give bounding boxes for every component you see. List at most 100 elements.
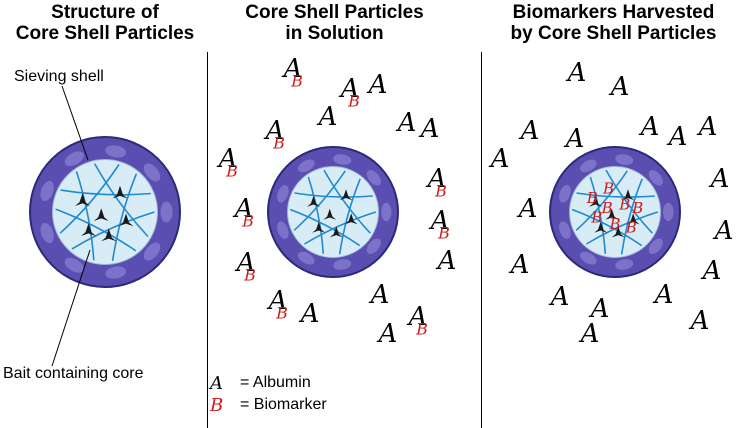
panel-title-line2: by Core Shell Particles [510, 23, 717, 44]
panel-title-line2: in Solution [285, 23, 384, 44]
captured-biomarker: B [601, 199, 613, 217]
shell-texture [333, 259, 352, 270]
shell-texture [277, 185, 289, 203]
panel-title-harvested: Biomarkers Harvested by Core Shell Parti… [480, 2, 747, 44]
bait-icon [307, 195, 320, 207]
albumin-molecule: A [579, 319, 600, 349]
albumin-molecule: A [267, 286, 288, 316]
albumin-molecule: A [697, 112, 718, 142]
bait-icon [621, 189, 635, 201]
shell-texture [648, 170, 663, 186]
particle-core [569, 166, 661, 258]
biomarker-molecule: B [275, 304, 288, 323]
shell-texture [277, 221, 289, 239]
panel-title-line1: Core Shell Particles [245, 2, 424, 23]
shell-texture [160, 201, 173, 223]
albumin-molecule: A [667, 122, 688, 152]
shell-texture [559, 221, 571, 239]
bait-icon [118, 213, 134, 227]
panel-title-structure: Structure of Core Shell Particles [0, 2, 210, 44]
albumin-molecule: A [709, 164, 730, 194]
panel-divider-left [207, 52, 208, 428]
biomarker-symbol: B [210, 394, 224, 416]
polymer-mesh [289, 169, 377, 255]
panel-title-line1: Structure of [51, 2, 159, 23]
shell-leader-line [61, 85, 89, 161]
legend: A = Albumin B = Biomarker [210, 372, 327, 416]
shell-texture [366, 238, 381, 254]
bait-icon [589, 195, 602, 207]
shell-texture [105, 266, 127, 279]
shell-texture [40, 222, 54, 244]
captured-biomarker: B [590, 209, 602, 227]
bait-icon [81, 223, 96, 236]
albumin-molecule: A [396, 108, 417, 138]
bait-icon [344, 213, 358, 225]
shell-texture [615, 154, 634, 165]
bait-icon [329, 226, 343, 238]
albumin-molecule: A [489, 144, 510, 174]
albumin-molecule: A [549, 282, 570, 312]
albumin-molecule: A [517, 194, 538, 224]
biomarker-molecule: B [243, 266, 256, 285]
albumin-molecule: A [713, 216, 734, 246]
captured-biomarker: B [618, 196, 630, 214]
bait-icon [594, 221, 608, 233]
legend-albumin: A = Albumin [210, 372, 327, 394]
sieving-shell-label: Sieving shell [14, 68, 104, 85]
albumin-molecule: A [367, 70, 388, 100]
biomarker-molecule: B [347, 92, 360, 111]
shell-texture [648, 238, 663, 254]
shell-texture [366, 170, 381, 186]
shell-texture [64, 151, 84, 167]
captured-biomarker: B [586, 189, 598, 207]
shell-texture [333, 154, 352, 165]
albumin-molecule: A [609, 72, 630, 102]
bait-icon [312, 221, 326, 233]
polymer-mesh [571, 169, 659, 255]
albumin-molecule: A [429, 206, 450, 236]
albumin-molecule: A [436, 246, 457, 276]
shell-texture [559, 185, 571, 203]
shell-texture [143, 163, 161, 182]
bait-core-label: Bait containing core [3, 365, 144, 382]
albumin-molecule: A [369, 280, 390, 310]
panel-title-line1: Biomarkers Harvested [512, 2, 715, 23]
shell-texture [40, 180, 54, 202]
albumin-molecule: A [564, 124, 585, 154]
shell-texture [105, 145, 127, 158]
albumin-molecule: A [407, 302, 428, 332]
biomarker-molecule: B [415, 320, 428, 339]
core-shell-particle [29, 136, 181, 288]
shell-texture [580, 159, 597, 173]
bait-icon [112, 185, 128, 199]
albumin-molecule: A [264, 116, 285, 146]
bait-icon [611, 226, 625, 238]
panel-title-line2: Core Shell Particles [15, 23, 195, 44]
albumin-molecule: A [519, 116, 540, 146]
albumin-molecule: A [426, 164, 447, 194]
albumin-legend-text: = Albumin [240, 374, 311, 391]
albumin-molecule: A [509, 250, 530, 280]
albumin-molecule: A [589, 294, 610, 324]
albumin-symbol: A [210, 372, 223, 394]
albumin-molecule: A [653, 280, 674, 310]
albumin-molecule: A [701, 256, 722, 286]
legend-biomarker: B = Biomarker [210, 394, 327, 416]
biomarker-molecule: B [241, 212, 254, 231]
shell-texture [580, 251, 597, 265]
bait-icon [339, 189, 353, 201]
captured-biomarker: B [608, 215, 620, 233]
captured-biomarker: B [625, 218, 637, 236]
albumin-molecule: A [282, 54, 303, 84]
shell-texture [615, 259, 634, 270]
biomarker-molecule: B [434, 182, 447, 201]
biomarker-molecule: B [437, 224, 450, 243]
albumin-molecule: A [689, 306, 710, 336]
biomarker-molecule: B [290, 72, 303, 91]
polymer-mesh [55, 163, 155, 262]
captured-biomarker: B [631, 199, 643, 217]
bait-icon [101, 228, 117, 242]
